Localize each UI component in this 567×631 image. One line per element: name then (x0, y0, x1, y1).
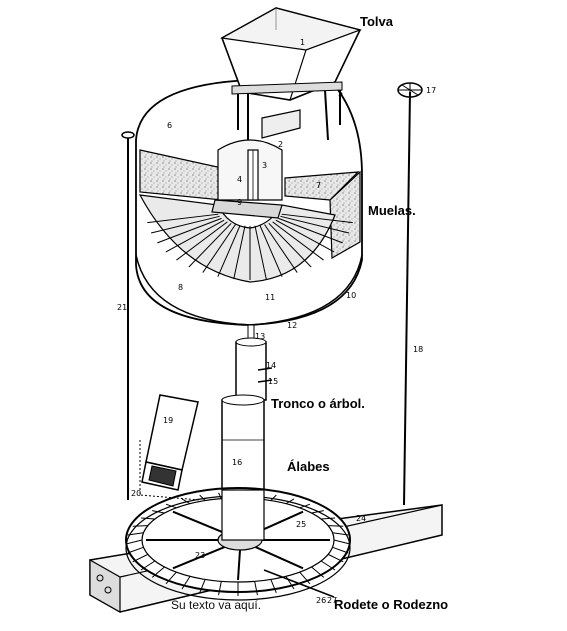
part-25: 25 (296, 520, 306, 529)
wheel-blade (311, 510, 324, 514)
part-14: 14 (266, 361, 276, 370)
wheel-blade (328, 525, 344, 527)
wheel-blade (132, 553, 149, 563)
wheel-blade (199, 579, 206, 594)
wheel-blade (151, 566, 165, 578)
left-rod (121, 131, 135, 500)
wheel-blade (299, 503, 311, 509)
label-rodete: Rodete o Rodezno (334, 597, 449, 612)
part-13: 13 (255, 332, 265, 341)
wheel-blade (165, 503, 177, 509)
wheel-blade (332, 532, 349, 536)
wheel-blade (140, 560, 156, 571)
part-23: 23 (195, 551, 205, 560)
right-rod (403, 91, 411, 506)
part-19: 19 (163, 416, 173, 425)
groove-line (254, 225, 267, 280)
part-27: 27 (327, 596, 337, 605)
wheel-blade (254, 581, 258, 596)
wheel-spoke (255, 546, 304, 570)
wheel-spoke (237, 549, 241, 581)
part-20: 20 (131, 489, 141, 498)
wheel-blade (218, 581, 222, 596)
wheel-blade (299, 571, 311, 585)
part-15: 15 (268, 377, 278, 386)
groove-line (278, 217, 343, 244)
wheel-blade (311, 566, 325, 578)
water-wheel (125, 487, 351, 601)
groove-line (268, 222, 312, 268)
wheel-blade (181, 576, 191, 590)
part-18: 18 (413, 345, 423, 354)
groove-line (233, 225, 246, 280)
wheel-blade (127, 546, 144, 554)
groove-line (150, 215, 220, 234)
wheel-blade (327, 553, 344, 563)
wheel-blade (333, 539, 351, 545)
wheel-blade (181, 498, 191, 505)
groove-line (202, 224, 236, 273)
groove-line (280, 215, 350, 234)
caption-text: Su texto va aquí. (171, 598, 262, 612)
part-17: 17 (426, 86, 436, 95)
groove-line (147, 213, 219, 224)
label-tolva: Tolva (360, 14, 393, 29)
part-8: 8 (178, 283, 183, 292)
part-24: 24 (356, 514, 366, 523)
part-21: 21 (117, 303, 127, 312)
part-1: 1 (300, 38, 305, 47)
part-5: 5 (338, 89, 343, 98)
part-26: 26 (316, 596, 326, 605)
part-16: 16 (232, 458, 242, 467)
spindle (247, 149, 259, 201)
groove-line (272, 221, 324, 261)
hopper (220, 7, 362, 141)
part-3: 3 (262, 161, 267, 170)
wheel-blade (285, 498, 295, 505)
tree-shaft (221, 324, 273, 501)
wheel-blade (165, 571, 177, 585)
water-chute (139, 394, 201, 501)
label-tronco: Tronco o árbol. (271, 396, 365, 411)
wheel-spoke (172, 510, 225, 534)
wheel-blade (218, 492, 222, 499)
part-7: 7 (316, 181, 321, 190)
wheel-blade (132, 525, 148, 527)
part-numbers: 1 2 3 4 5 6 7 8 9 10 11 12 13 14 15 16 1… (117, 38, 436, 605)
groove-line (157, 217, 222, 244)
wheel-blade (332, 546, 349, 554)
wheel-blade (152, 510, 165, 514)
part-11: 11 (265, 293, 275, 302)
millstone-grooves (138, 194, 353, 283)
wheel-blade (320, 560, 336, 571)
wheel-blade (125, 539, 143, 545)
groove-line (281, 213, 353, 224)
groove-line (259, 225, 283, 277)
part-12: 12 (287, 321, 297, 330)
groove-line (264, 224, 298, 273)
rodete-pointer (263, 569, 335, 598)
groove-line (165, 219, 225, 253)
wheel-blade (140, 517, 155, 520)
groove-line (176, 221, 228, 261)
bridge-beam (211, 199, 283, 219)
label-alabes: Álabes (287, 459, 330, 474)
wheel-blade (270, 579, 277, 594)
groove-line (275, 219, 335, 253)
part-6: 6 (167, 121, 172, 130)
wheel-spoke (172, 546, 225, 570)
handwheel (397, 82, 423, 98)
groove-line (188, 222, 232, 268)
wheel-blade (127, 532, 144, 536)
wheel-blade (270, 494, 277, 501)
part-10: 10 (346, 291, 356, 300)
part-2: 2 (278, 140, 283, 149)
groove-line (217, 225, 241, 277)
wheel-blade (321, 517, 336, 520)
part-9: 9 (237, 198, 242, 207)
part-4: 4 (237, 175, 242, 184)
label-muelas: Muelas. (368, 203, 416, 218)
wheel-blade (199, 494, 206, 501)
